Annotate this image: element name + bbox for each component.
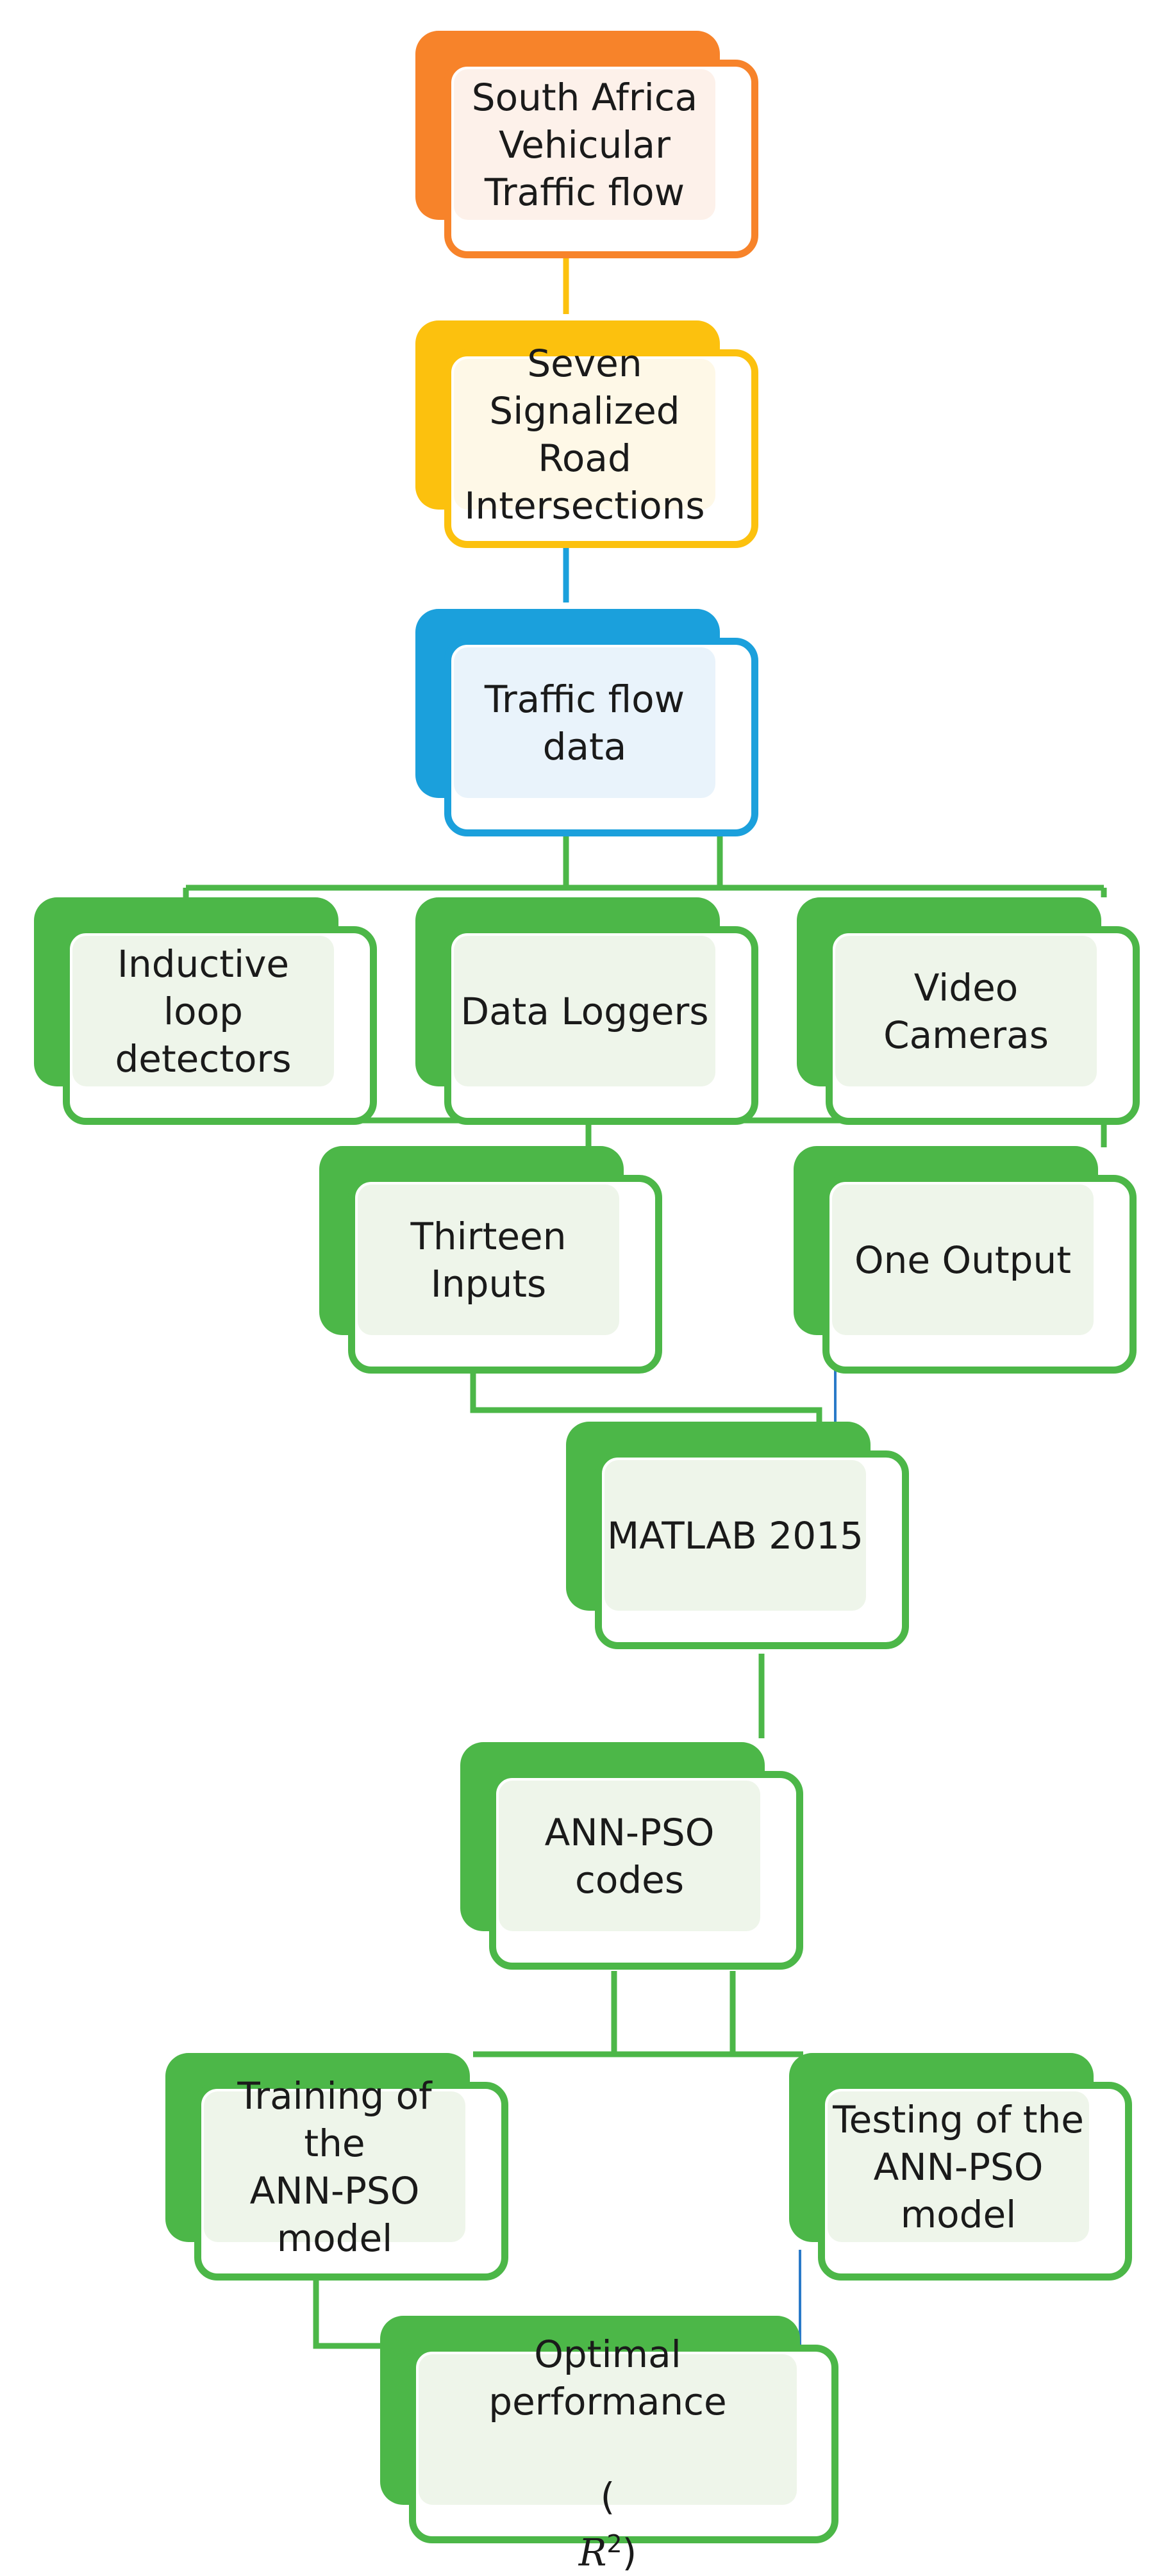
node-traffic-data: Traffic flow data	[415, 609, 762, 840]
optimal-r-exponent: 2	[606, 2529, 622, 2558]
node-optimal-performance-label: Optimal performance ( R2)	[419, 2283, 797, 2576]
node-video-cameras-label: Video Cameras	[883, 965, 1049, 1057]
node-video-cameras: Video Cameras	[797, 897, 1143, 1128]
node-one-output-label: One Output	[854, 1238, 1071, 1282]
node-inductive-loop-label: Inductive loop detectors	[115, 942, 292, 1081]
node-training: Training of the ANN-PSO model	[165, 2053, 512, 2284]
node-intersections-label: Seven Signalized Road Intersections	[464, 341, 705, 528]
optimal-close-paren: )	[622, 2530, 637, 2575]
optimal-r-symbol: R	[578, 2530, 607, 2575]
connector-inputs-to-matlab	[470, 1346, 822, 1429]
optimal-open-paren: (	[600, 2474, 615, 2518]
node-data-loggers-label: Data Loggers	[460, 989, 709, 1033]
node-optimal-performance: Optimal performance ( R2)	[380, 2316, 842, 2574]
node-testing: Testing of the ANN-PSO model	[789, 2053, 1135, 2284]
node-one-output: One Output	[794, 1146, 1140, 1377]
node-training-label: Training of the ANN-PSO model	[237, 2073, 432, 2260]
node-testing-label: Testing of the ANN-PSO model	[833, 2097, 1084, 2236]
node-inductive-loop: Inductive loop detectors	[34, 897, 380, 1128]
node-matlab-label: MATLAB 2015	[607, 1513, 863, 1558]
node-ann-pso: ANN-PSO codes	[460, 1742, 806, 1973]
node-south-africa-label: South Africa Vehicular Traffic flow	[471, 75, 698, 214]
node-data-loggers: Data Loggers	[415, 897, 762, 1128]
optimal-line-1: Optimal performance	[488, 2332, 727, 2423]
node-south-africa: South Africa Vehicular Traffic flow	[415, 31, 762, 262]
node-matlab: MATLAB 2015	[566, 1422, 912, 1652]
node-thirteen-inputs: Thirteen Inputs	[319, 1146, 665, 1377]
node-thirteen-inputs-label: Thirteen Inputs	[410, 1214, 567, 1306]
node-ann-pso-label: ANN-PSO codes	[544, 1810, 715, 1902]
node-intersections: Seven Signalized Road Intersections	[415, 320, 762, 551]
node-traffic-data-label: Traffic flow data	[484, 677, 685, 769]
